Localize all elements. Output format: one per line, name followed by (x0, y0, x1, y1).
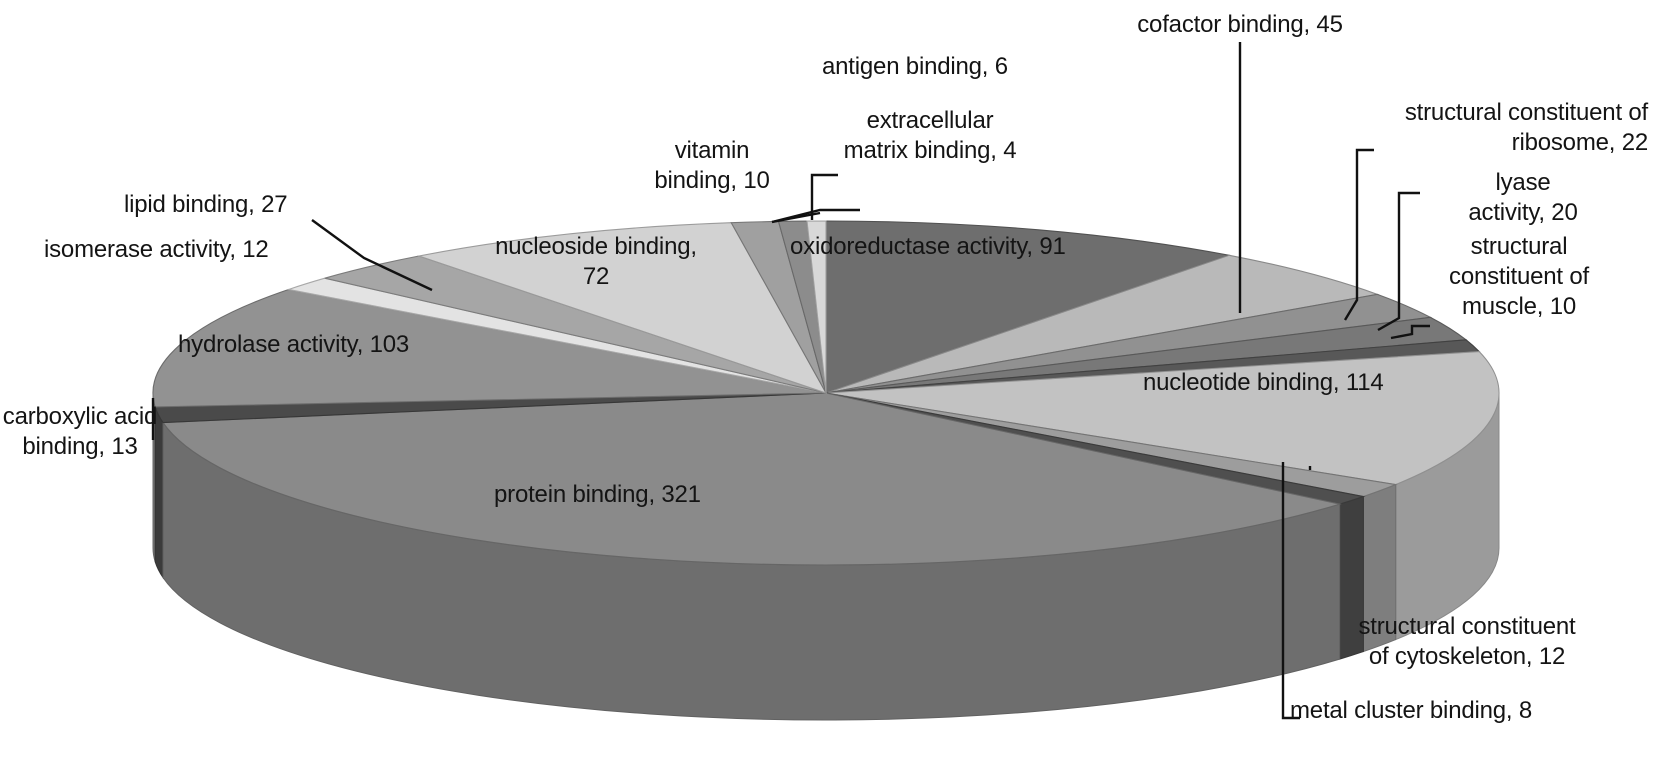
pie-slice-nucleotide-binding[interactable] (825, 350, 1500, 486)
pie-slice-nucleoside-binding[interactable] (416, 222, 828, 394)
slice-label-cofactor-binding: cofactor binding, 45 (1137, 11, 1343, 38)
slice-label-metal-cluster-binding: metal cluster binding, 8 (1290, 697, 1532, 724)
leader-lines (151, 42, 1430, 720)
pie-slice-hydrolase-activity[interactable] (152, 288, 827, 408)
slice-label-isomerase-activity: isomerase activity, 12 (44, 236, 269, 263)
slice-label-structural-constituent-of-cytoskeleton: structural constituent of cytoskeleton, … (1358, 613, 1576, 670)
slice-label-protein-binding: protein binding, 321 (494, 481, 701, 508)
slice-label-structural-constituent-of-ribosome: structural constituent of ribosome, 22 (1404, 99, 1648, 156)
slice-label-nucleoside-binding: nucleoside binding, 72 (495, 233, 697, 290)
pie-top-surface (152, 220, 1500, 566)
pie-slice-extracellular-matrix-binding[interactable] (806, 220, 827, 394)
slice-label-antigen-binding: antigen binding, 6 (822, 53, 1008, 80)
slice-label-extracellular-matrix-binding: extracellular matrix binding, 4 (843, 107, 1017, 164)
slice-label-vitamin-binding: vitamin binding, 10 (654, 137, 770, 194)
pie-slice-protein-binding[interactable] (162, 392, 1342, 566)
pie-slice-oxidoreductase-activity[interactable] (825, 220, 1232, 394)
slice-label-lyase-activity: lyase activity, 20 (1468, 169, 1578, 226)
slice-label-oxidoreductase-activity: oxidoreductase activity, 91 (790, 233, 1066, 260)
slice-label-structural-constituent-of-muscle: structural constituent of muscle, 10 (1449, 233, 1589, 320)
slice-label-nucleotide-binding: nucleotide binding, 114 (1143, 369, 1384, 396)
slice-label-lipid-binding: lipid binding, 27 (124, 191, 288, 218)
slice-label-hydrolase-activity: hydrolase activity, 103 (178, 331, 410, 358)
pie-3d-sides (152, 392, 1500, 721)
slice-label-carboxylic-acid-binding: carboxylic acid binding, 13 (2, 403, 158, 460)
